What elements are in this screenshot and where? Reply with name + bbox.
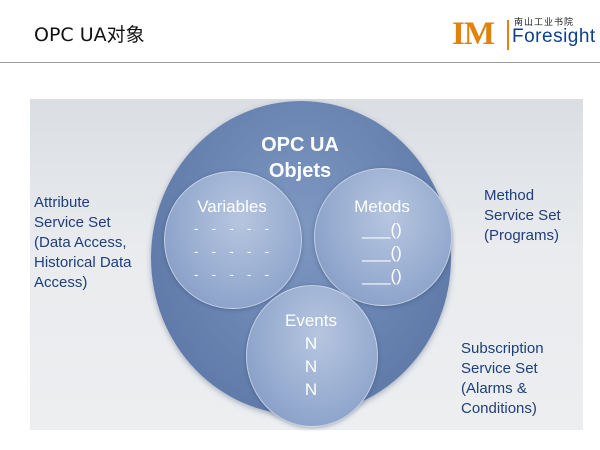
attribute-service-set-label: Attribute Service Set (Data Access, Hist…	[34, 193, 132, 293]
logo-wordmark: Foresight	[512, 26, 596, 47]
variables-text: Variables - - - - - - - - - - - - - - -	[172, 195, 292, 287]
im-foresight-logo: IM 南山工业书院 Foresight	[452, 14, 595, 54]
slide-header: OPC UA对象 IM 南山工业书院 Foresight	[0, 0, 600, 62]
variables-line: - - - - -	[192, 222, 272, 237]
variables-line: - - - - -	[192, 268, 272, 283]
subscription-service-set-label: Subscription Service Set (Alarms & Condi…	[461, 339, 544, 419]
label-line: Subscription	[461, 340, 544, 357]
logo-tagline: 南山工业书院	[514, 18, 575, 28]
opc-ua-objects-title: OPC UA Objets	[200, 132, 400, 184]
methods-circle	[314, 168, 452, 306]
label-line: Attribute	[34, 194, 90, 211]
slide-title: OPC UA对象	[34, 24, 145, 46]
label-line: (Data Access,	[34, 234, 127, 251]
label-line: (Programs)	[484, 227, 560, 244]
methods-text: Metods ___() ___() ___()	[322, 195, 442, 287]
methods-line: ___()	[362, 266, 402, 285]
label-line: Service Set	[461, 360, 538, 377]
methods-line: ___()	[362, 220, 402, 239]
label-line: Method	[484, 187, 535, 204]
events-heading: Events	[285, 311, 337, 330]
variables-line: - - - - -	[192, 245, 272, 260]
logo-divider	[507, 20, 509, 50]
label-line: Service Set	[34, 214, 111, 231]
methods-heading: Metods	[354, 197, 410, 216]
events-circle	[246, 285, 378, 427]
label-line: Service Set	[484, 207, 561, 224]
events-text: Events N N N	[251, 309, 371, 401]
events-line: N	[304, 334, 318, 353]
methods-line: ___()	[362, 243, 402, 262]
variables-circle	[164, 171, 302, 309]
events-line: N	[304, 380, 318, 399]
label-line: Historical Data	[34, 254, 132, 271]
header-divider	[0, 62, 600, 63]
label-line: (Alarms &	[461, 380, 527, 397]
label-line: Conditions)	[461, 400, 537, 417]
center-title-line: OPC UA	[261, 134, 339, 156]
events-line: N	[304, 357, 318, 376]
label-line: Access)	[34, 274, 88, 291]
logo-mark: IM	[452, 16, 495, 52]
center-title-line: Objets	[268, 160, 332, 182]
method-service-set-label: Method Service Set (Programs)	[484, 186, 561, 246]
variables-heading: Variables	[197, 197, 267, 216]
